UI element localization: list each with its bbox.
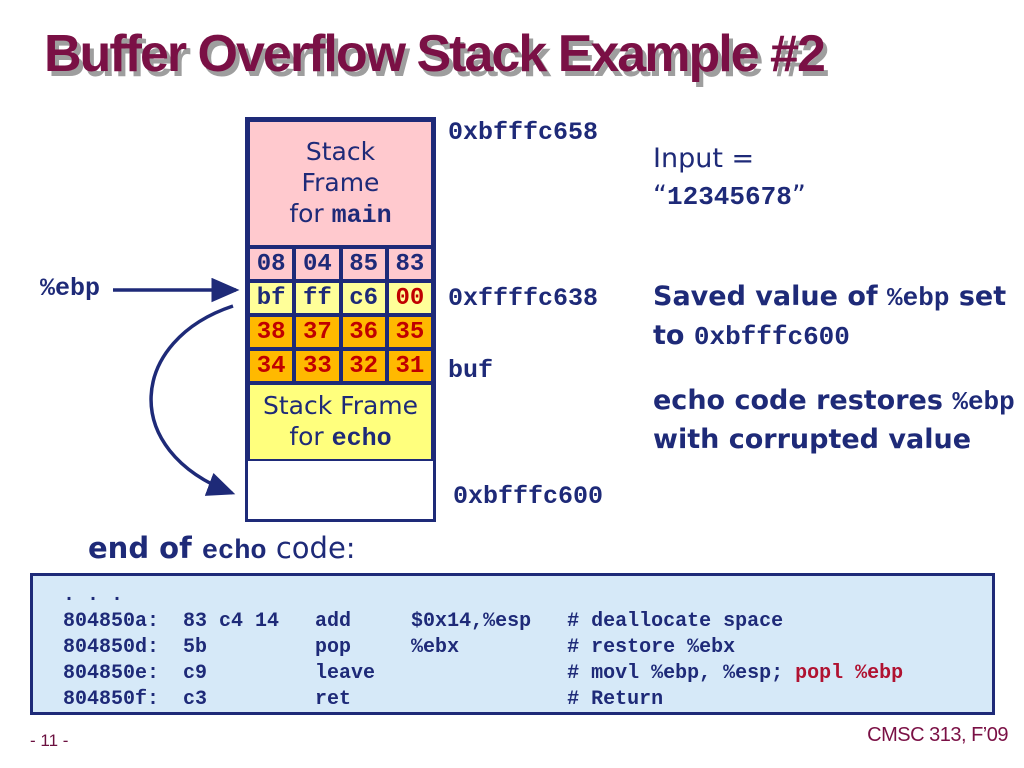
- hex-cell: 31: [386, 349, 433, 383]
- code-line-leave: 804850e: c9 leave # movl %ebp, %esp; pop…: [63, 662, 904, 685]
- hex-cell: 85: [340, 247, 387, 281]
- corrupted-ebp-curve-arrow: [149, 304, 236, 496]
- input-label: Input =: [653, 143, 755, 174]
- code-line-add: 804850a: 83 c4 14 add $0x14,%esp # deall…: [63, 610, 784, 633]
- saved-ebp-annotation: Saved value of %ebp set to 0xbfffc600: [653, 281, 1007, 352]
- hex-row-saved-ebp: bf ff c6 00: [248, 281, 433, 315]
- slide-number: - 11 -: [30, 731, 69, 750]
- hex-row-buf-high: 38 37 36 35: [248, 315, 433, 349]
- ebp-register-label: %ebp: [40, 274, 101, 303]
- hex-cell: 34: [248, 349, 295, 383]
- hex-cell: 35: [386, 315, 433, 349]
- hex-row-buf-low: 34 33 32 31: [248, 349, 433, 383]
- popl-ebp-highlight: popl %ebp: [795, 662, 904, 685]
- address-top: 0xbfffc658: [448, 118, 599, 147]
- stack-slot-empty: [248, 461, 433, 519]
- code-line-ellipsis: . . .: [63, 584, 124, 607]
- hex-cell: 36: [340, 315, 387, 349]
- hex-cell: 37: [294, 315, 341, 349]
- main-frame-line1: Stack: [305, 136, 376, 166]
- hex-cell: ff: [294, 281, 341, 315]
- code-line-pop: 804850d: 5b pop %ebx # restore %ebx: [63, 636, 736, 659]
- stack-frame-echo: Stack Frame for echo: [248, 383, 433, 461]
- end-of-echo-code-label: end of echo code:: [88, 531, 356, 567]
- hex-cell: bf: [248, 281, 295, 315]
- main-func-name: main: [331, 201, 392, 231]
- echo-func-name: echo: [331, 424, 392, 453]
- hex-row-return-addr: 08 04 85 83: [248, 247, 433, 281]
- hex-cell: c6: [340, 281, 387, 315]
- buf-label: buf: [448, 356, 494, 385]
- address-saved-ebp: 0xffffc638: [448, 284, 599, 313]
- hex-cell-corrupted: 00: [386, 281, 433, 315]
- hex-cell: 83: [386, 247, 433, 281]
- input-annotation: Input = “12345678”: [653, 140, 806, 216]
- code-line-ret: 804850f: c3 ret # Return: [63, 688, 664, 711]
- hex-cell: 32: [340, 349, 387, 383]
- address-bottom: 0xbfffc600: [453, 482, 604, 511]
- hex-cell: 04: [294, 247, 341, 281]
- arrow-layer: [113, 277, 240, 496]
- echo-restore-annotation: echo code restores %ebp with corrupted v…: [653, 385, 1015, 455]
- input-value: “12345678”: [653, 180, 806, 212]
- assembly-code-box: . . . 804850a: 83 c4 14 add $0x14,%esp #…: [30, 573, 995, 715]
- course-label: CMSC 313, F’09: [867, 724, 1008, 746]
- stack-frame-main: Stack Frame for main: [248, 120, 433, 247]
- slide-title: Buffer Overflow Stack Example #2: [44, 25, 826, 83]
- main-frame-line3: for main: [289, 199, 392, 231]
- main-frame-line2: Frame: [301, 167, 380, 197]
- hex-cell: 38: [248, 315, 295, 349]
- stack-diagram: Stack Frame for main 08 04 85 83 bf ff c…: [245, 117, 436, 522]
- hex-cell: 33: [294, 349, 341, 383]
- echo-frame-line2: for echo: [289, 422, 392, 453]
- hex-cell: 08: [248, 247, 295, 281]
- echo-frame-line1: Stack Frame: [262, 390, 419, 420]
